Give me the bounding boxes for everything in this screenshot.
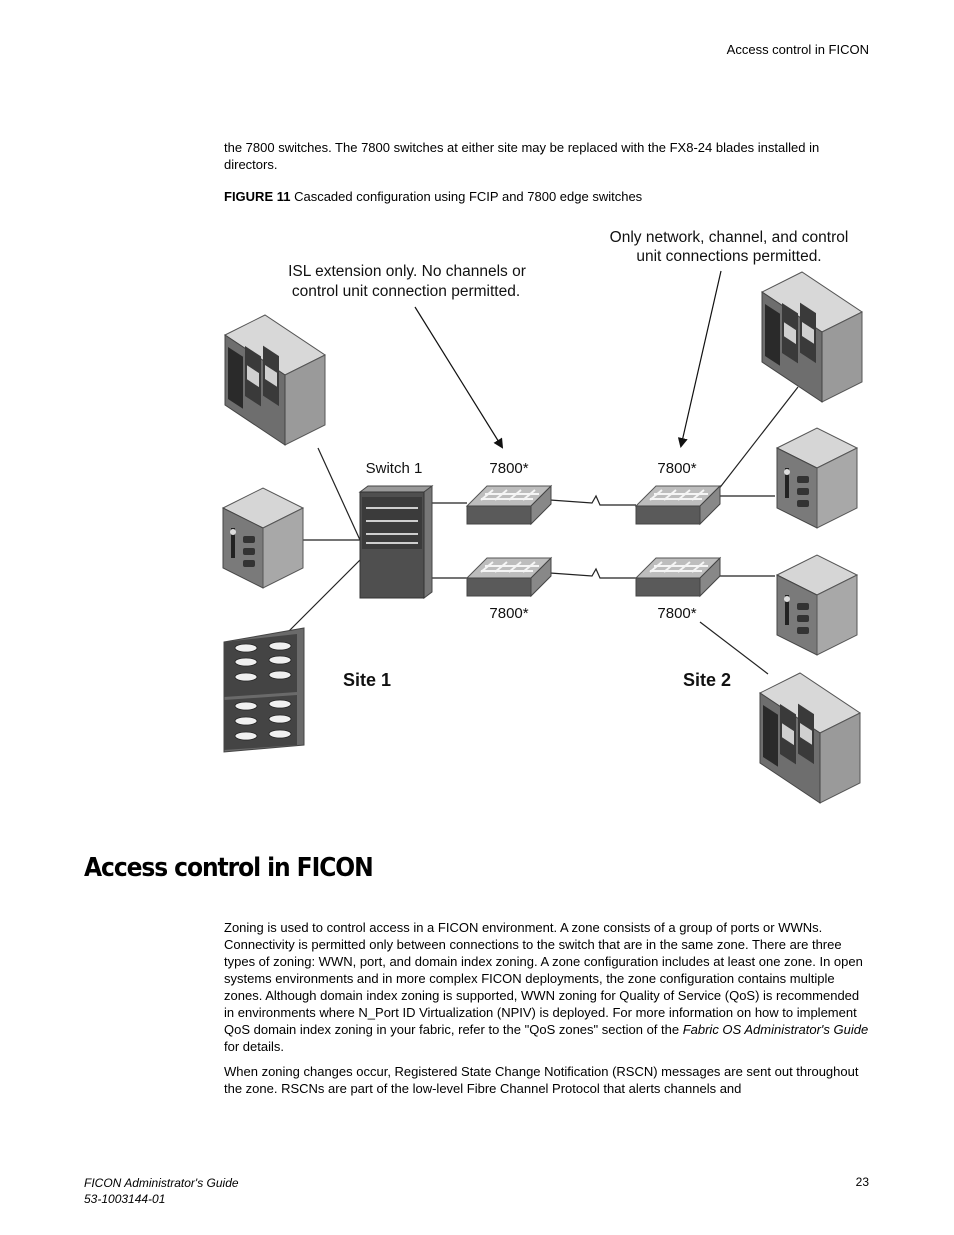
site1-edge-switch-bottom-icon: [466, 557, 552, 597]
site1-mainframe-icon: [224, 314, 326, 446]
isl-annotation-line2: control unit connection permitted.: [292, 283, 520, 300]
running-header: Access control in FICON: [726, 42, 869, 57]
figure-caption: FIGURE 11 Cascaded configuration using F…: [224, 189, 642, 204]
figure-caption-label: FIGURE 11: [224, 189, 291, 204]
edge-label-site1-bottom: 7800*: [489, 605, 528, 622]
page-number: 23: [855, 1175, 869, 1189]
network-diagram: ISL extension only. No channels or contr…: [222, 229, 863, 804]
site1-label: Site 1: [343, 670, 391, 690]
site2-edge-switch-top-icon: [635, 485, 721, 525]
body-paragraph-1: Zoning is used to control access in a FI…: [224, 919, 872, 1055]
section-heading: Access control in FICON: [84, 853, 374, 883]
site1-control-unit-icon: [222, 487, 304, 589]
guide-reference: Fabric OS Administrator's Guide: [682, 1022, 869, 1037]
connections-annotation-line1: Only network, channel, and control: [610, 229, 849, 246]
switch1-director-icon: [358, 485, 434, 599]
site2-control-unit-top-icon: [776, 427, 858, 529]
figure-caption-text: Cascaded configuration using FCIP and 78…: [290, 189, 643, 204]
edge-label-site2-bottom: 7800*: [657, 605, 696, 622]
footer-guide-title: FICON Administrator's Guide: [84, 1176, 239, 1190]
site1-edge-switch-top-icon: [466, 485, 552, 525]
figure-diagram: ISL extension only. No channels or contr…: [215, 215, 875, 815]
connections-arrow: [677, 270, 722, 448]
site2-mainframe-bottom-icon: [759, 672, 861, 804]
switch1-label: Switch 1: [366, 460, 423, 477]
site2-edge-switch-bottom-icon: [635, 557, 721, 597]
paragraph-1-tail: for details.: [224, 1039, 284, 1054]
site2-label: Site 2: [683, 670, 731, 690]
connection-lines: [287, 386, 799, 675]
isl-annotation-line1: ISL extension only. No channels or: [288, 263, 526, 280]
footer-doc-number: 53-1003144-01: [84, 1192, 166, 1206]
connections-annotation-line2: unit connections permitted.: [636, 248, 821, 265]
site2-control-unit-bottom-icon: [776, 554, 858, 656]
edge-label-site1-top: 7800*: [489, 460, 528, 477]
paragraph-1-text: Zoning is used to control access in a FI…: [224, 920, 863, 1037]
intro-paragraph: the 7800 switches. The 7800 switches at …: [224, 140, 820, 172]
footer-left: FICON Administrator's Guide 53-1003144-0…: [84, 1175, 239, 1207]
edge-label-site2-top: 7800*: [657, 460, 696, 477]
site1-disk-storage-icon: [223, 627, 305, 753]
body-paragraph-2: When zoning changes occur, Registered St…: [224, 1064, 859, 1096]
isl-arrow: [414, 306, 504, 449]
site2-mainframe-top-icon: [761, 271, 863, 403]
